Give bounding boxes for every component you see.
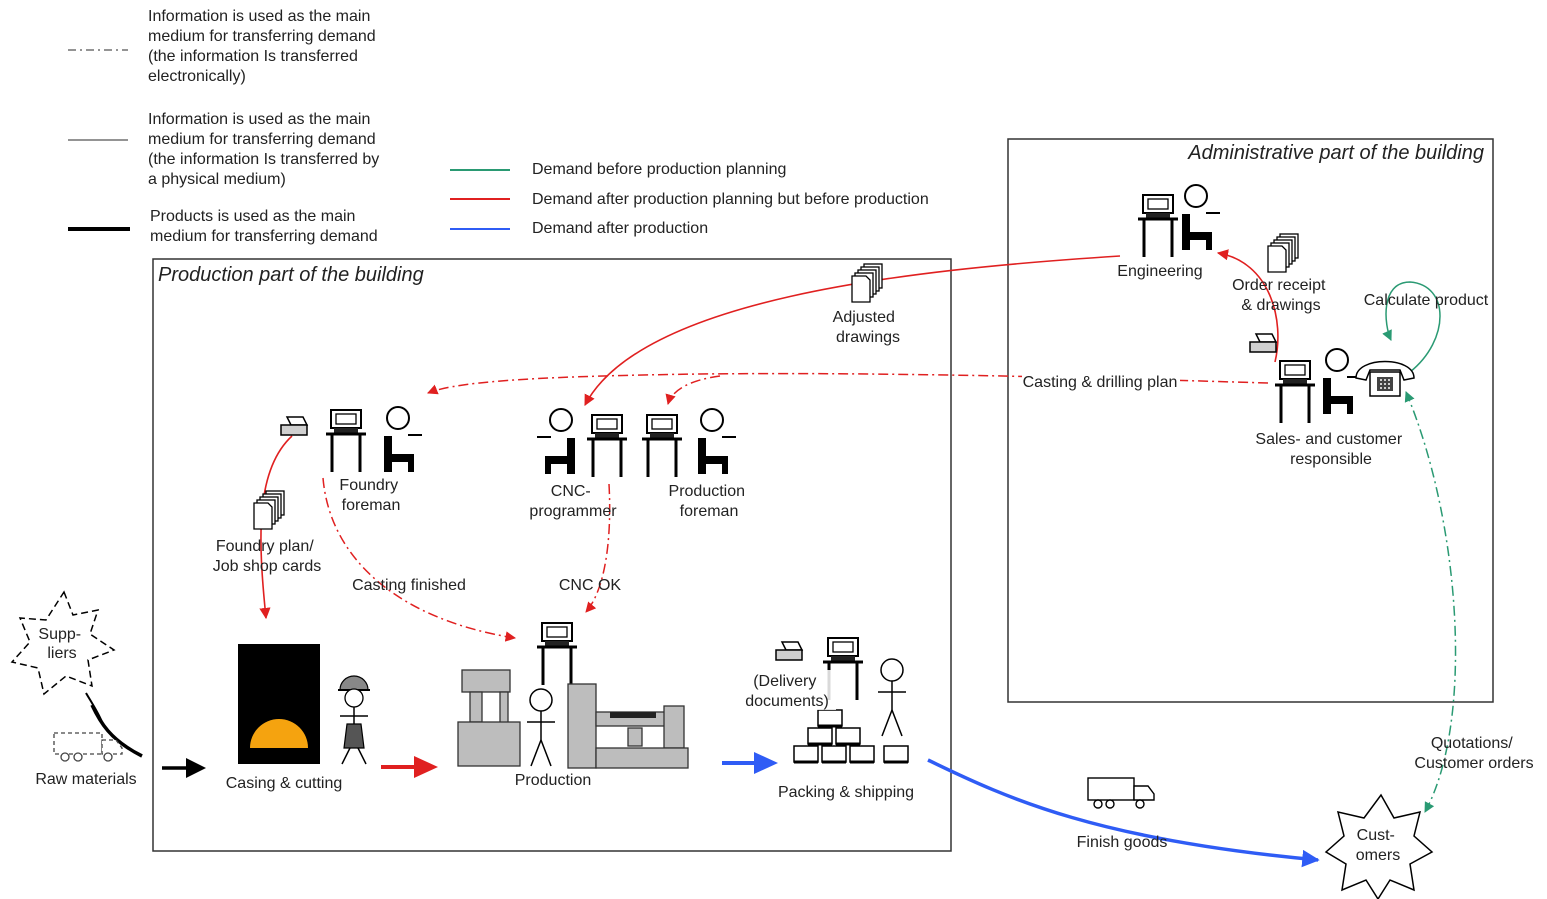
printer-icon	[280, 416, 308, 436]
person-icon	[383, 406, 423, 473]
drill-machine-icon	[457, 669, 521, 767]
legend-blue-text: Demand after production	[532, 220, 708, 237]
legend-products-text: Products is used as the main medium for …	[150, 208, 378, 245]
suppliers-label: Supp- liers	[38, 626, 85, 662]
legend-red-text: Demand after production planning but bef…	[532, 191, 929, 208]
computer-icon	[640, 413, 684, 479]
legend-electronic-text: Information is used as the main medium f…	[148, 8, 380, 85]
foundry-worker-icon	[338, 675, 370, 765]
engineering-label: Engineering	[1117, 263, 1202, 280]
quotations-label: Quotations/ Customer orders	[1414, 735, 1533, 772]
production-worker-icon	[526, 688, 556, 767]
packing-shipping-label: Packing & shipping	[778, 784, 914, 801]
flow-arrow-casing-to-production	[381, 756, 438, 778]
computer-icon	[535, 621, 579, 687]
administrative-area-title: Administrative part of the building	[1187, 142, 1484, 164]
arrow-casting-finished	[322, 477, 517, 642]
casting-plan-label-bg	[1022, 372, 1180, 390]
legend-green-text: Demand before production planning	[532, 161, 786, 178]
arrow-calculate-product	[1382, 281, 1441, 373]
casting-finished-label: Casting finished	[352, 577, 466, 594]
arrow-cnc-ok	[585, 483, 611, 613]
cnc-machine-icon	[567, 683, 689, 769]
production-area	[152, 258, 952, 852]
raw-materials-truck-icon	[53, 732, 123, 762]
foundry-foreman-workstation	[280, 406, 423, 474]
administrative-area	[1007, 138, 1494, 703]
delivery-documents-label: (Delivery documents)	[745, 673, 829, 710]
foundry-plan-label: Foundry plan/ Job shop cards	[213, 538, 322, 575]
cnc-programmer-label: CNC- programmer	[529, 483, 617, 520]
foundry-foreman-label: Foundry foreman	[339, 477, 402, 514]
production-foreman-workstation	[640, 408, 737, 479]
production-foreman-label: Production foreman	[669, 483, 750, 520]
cnc-ok-label: CNC OK	[559, 577, 622, 594]
arrow-finish-goods	[927, 758, 1320, 868]
telephone-icon	[1355, 360, 1415, 397]
supplier-link-thick	[90, 704, 143, 758]
order-receipt-label: Order receipt & drawings	[1232, 277, 1330, 314]
arrow-engineering-to-cnc	[584, 255, 1121, 406]
cnc-programmer-workstation	[536, 408, 629, 479]
engineering-workstation	[1136, 184, 1221, 259]
person-icon	[697, 408, 737, 475]
sales-workstation	[1249, 333, 1362, 425]
customers-label: Cust- omers	[1356, 827, 1400, 864]
casing-cutting-label: Casing & cutting	[226, 775, 343, 792]
legend: Information is used as the main medium f…	[68, 8, 929, 245]
computer-icon	[324, 408, 368, 474]
adjusted-drawings-label: Adjusted drawings	[833, 309, 900, 346]
sales-label: Sales- and customer responsible	[1255, 431, 1406, 468]
calculate-product-label: Calculate product	[1364, 292, 1489, 309]
packing-worker-icon	[877, 658, 907, 737]
production-area-title: Production part of the building	[158, 264, 424, 286]
legend-physical-text: Information is used as the main medium f…	[148, 111, 384, 188]
order-documents-icon	[1267, 233, 1299, 273]
suppliers-star	[10, 590, 116, 696]
customers-star	[1324, 793, 1434, 899]
delivery-docs-label-bg	[752, 670, 836, 710]
arrow-casting-plan-to-production-foreman	[665, 375, 721, 406]
casting-drilling-plan-label: Casting & drilling plan	[1023, 374, 1178, 391]
packages-icon	[792, 708, 910, 764]
flow-arrow-raw-to-casing	[162, 758, 206, 778]
raw-materials-label: Raw materials	[35, 771, 136, 788]
job-cards-icon	[253, 490, 285, 530]
delivery-truck-icon	[1087, 777, 1155, 809]
furnace-icon	[238, 644, 320, 764]
computer-icon	[1136, 193, 1180, 259]
adjusted-drawings-icon	[851, 263, 883, 303]
printer-icon	[775, 641, 803, 661]
finish-goods-label: Finish goods	[1077, 834, 1168, 851]
person-icon	[1322, 348, 1362, 415]
flow-arrow-production-to-packing	[722, 752, 778, 774]
computer-icon	[1273, 359, 1317, 425]
computer-icon	[585, 413, 629, 479]
arrow-quotations	[1404, 391, 1457, 813]
printer-icon	[1249, 333, 1277, 353]
person-icon	[536, 408, 576, 475]
arrow-sales-to-engineering	[1216, 249, 1279, 363]
person-icon	[1181, 184, 1221, 251]
production-label: Production	[515, 772, 592, 789]
